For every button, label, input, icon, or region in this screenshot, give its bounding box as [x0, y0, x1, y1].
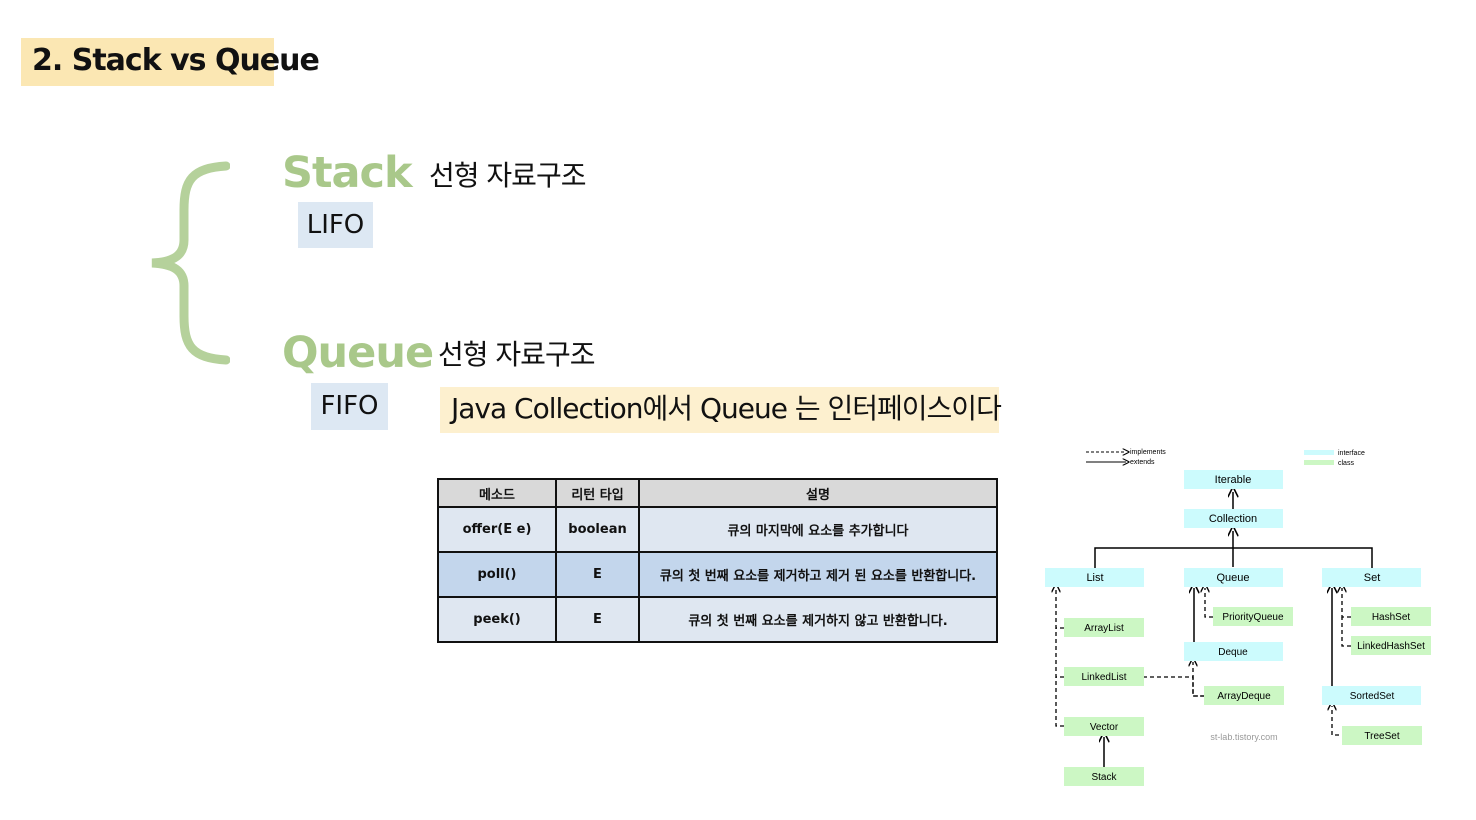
node-priorityqueue: PriorityQueue — [1222, 612, 1284, 623]
description-cell: 큐의 마지막에 요소를 추가합니다 — [638, 506, 998, 553]
node-linkedhashset-box — [1351, 636, 1431, 655]
title-highlight — [21, 38, 274, 86]
legend-class-swatch — [1304, 460, 1334, 465]
node-arraylist: ArrayList — [1084, 623, 1124, 634]
queue-heading: Queue — [282, 328, 434, 378]
lifo-badge: LIFO — [298, 202, 373, 248]
header-return-type: 리턴 타입 — [555, 478, 640, 508]
node-list-box — [1045, 568, 1144, 587]
node-arraylist-box — [1064, 618, 1144, 637]
node-priorityqueue-box — [1213, 607, 1293, 626]
node-collection: Collection — [1209, 513, 1257, 525]
node-arraydeque-box — [1204, 686, 1284, 705]
header-description: 설명 — [638, 478, 998, 508]
node-deque-box — [1184, 642, 1283, 661]
node-treeset: TreeSet — [1364, 731, 1399, 742]
method-cell: offer(E e) — [437, 506, 557, 553]
node-sortedset-box — [1322, 686, 1421, 705]
node-set: Set — [1364, 572, 1381, 584]
method-cell: poll() — [437, 551, 557, 598]
legend-extends: extends — [1130, 459, 1155, 466]
slide-title: 2. Stack vs Queue — [32, 43, 320, 78]
node-linkedlist: LinkedList — [1081, 672, 1126, 683]
diagram-watermark: st-lab.tistory.com — [1210, 732, 1277, 742]
interface-nodes: Iterable Collection List Queue Set Deque… — [1045, 470, 1421, 705]
diagram-connectors — [1094, 492, 1373, 767]
return-type-cell: E — [555, 551, 640, 598]
collection-hierarchy-diagram: implements extends interface class Itera… — [1045, 440, 1431, 786]
diagram-implements-connectors — [1056, 588, 1353, 736]
node-queue: Queue — [1216, 572, 1249, 584]
node-vector-box — [1064, 717, 1144, 736]
stack-description: 선형 자료구조 — [429, 159, 586, 192]
table-row: poll() E 큐의 첫 번째 요소를 제거하고 제거 된 요소를 반환합니다… — [437, 551, 998, 598]
fifo-badge: FIFO — [311, 383, 388, 430]
queue-methods-table: 메소드 리턴 타입 설명 offer(E e) boolean 큐의 마지막에 … — [437, 478, 998, 643]
table-header-row: 메소드 리턴 타입 설명 — [437, 478, 998, 508]
class-nodes: ArrayList LinkedList Vector Stack Priori… — [1064, 607, 1431, 786]
node-collection-box — [1184, 509, 1283, 528]
node-iterable: Iterable — [1215, 474, 1252, 486]
node-treeset-box — [1342, 726, 1422, 745]
header-method: 메소드 — [437, 478, 557, 508]
legend-implements: implements — [1130, 449, 1166, 456]
queue-description: 선형 자료구조 — [438, 338, 595, 371]
description-cell: 큐의 첫 번째 요소를 제거하지 않고 반환합니다. — [638, 596, 998, 643]
curly-brace-icon — [151, 161, 230, 365]
node-set-box — [1322, 568, 1421, 587]
node-sortedset: SortedSet — [1350, 691, 1395, 702]
node-list: List — [1086, 572, 1103, 584]
node-arraydeque: ArrayDeque — [1217, 691, 1271, 702]
node-hashset: HashSet — [1372, 612, 1411, 623]
node-vector: Vector — [1090, 722, 1119, 733]
return-type-cell: E — [555, 596, 640, 643]
legend-interface: interface — [1338, 450, 1365, 457]
table-row: offer(E e) boolean 큐의 마지막에 요소를 추가합니다 — [437, 506, 998, 553]
node-iterable-box — [1184, 470, 1283, 489]
node-hashset-box — [1351, 607, 1431, 626]
legend-class: class — [1338, 460, 1354, 467]
node-deque: Deque — [1218, 647, 1248, 658]
node-queue-box — [1184, 568, 1283, 587]
queue-note: Java Collection에서 Queue 는 인터페이스이다 — [451, 392, 1002, 425]
method-cell: peek() — [437, 596, 557, 643]
diagram-legend: implements extends interface class — [1086, 449, 1365, 467]
queue-note-highlight — [440, 387, 999, 433]
stack-heading: Stack — [282, 148, 413, 198]
node-stack-box — [1064, 767, 1144, 786]
node-linkedlist-box — [1064, 667, 1144, 686]
node-stack: Stack — [1091, 772, 1117, 783]
node-linkedhashset: LinkedHashSet — [1357, 641, 1425, 652]
table-row: peek() E 큐의 첫 번째 요소를 제거하지 않고 반환합니다. — [437, 596, 998, 643]
legend-interface-swatch — [1304, 450, 1334, 455]
description-cell: 큐의 첫 번째 요소를 제거하고 제거 된 요소를 반환합니다. — [638, 551, 998, 598]
return-type-cell: boolean — [555, 506, 640, 553]
